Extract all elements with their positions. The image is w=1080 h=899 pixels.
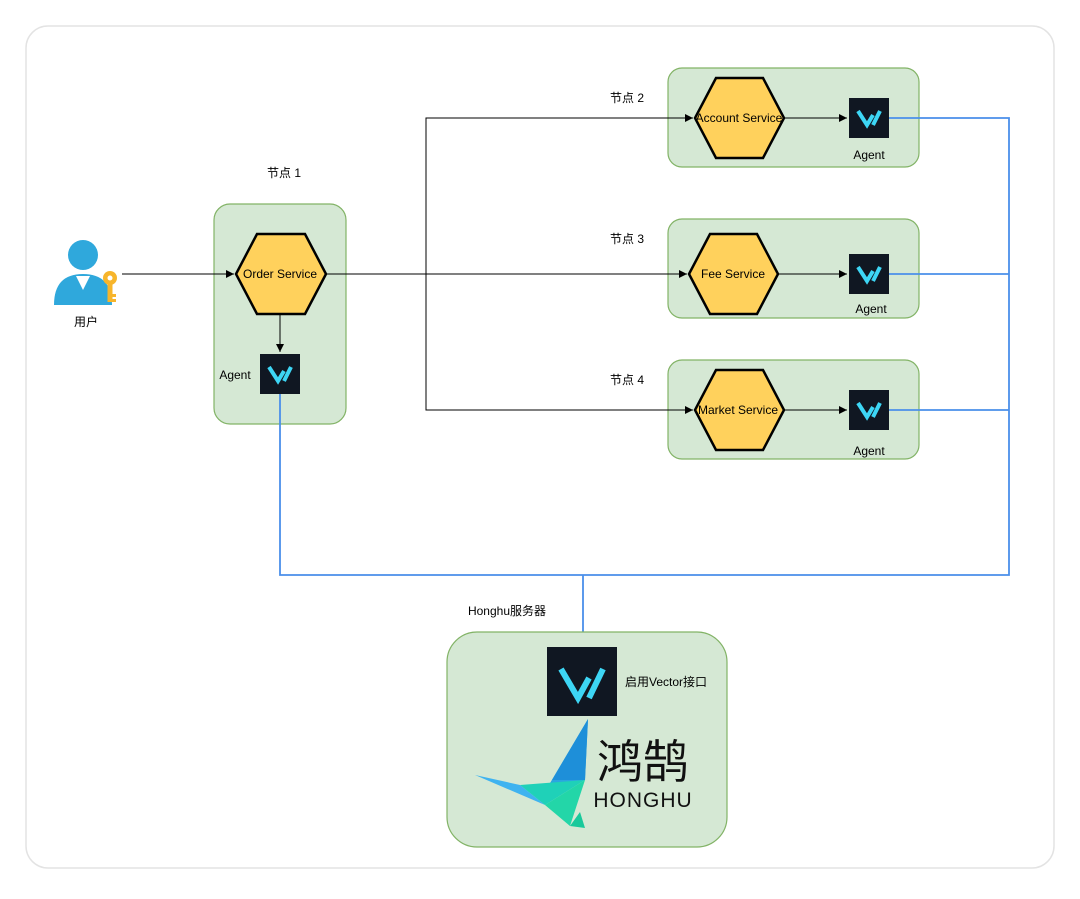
node4-agent-label: Agent xyxy=(853,444,885,458)
node2-agent-label: Agent xyxy=(853,148,885,162)
account-service-label: Account Service xyxy=(696,111,783,125)
node4-label: 节点 4 xyxy=(610,373,644,387)
account-service-hexagon[interactable] xyxy=(693,76,786,160)
brand-english-name: HONGHU xyxy=(593,789,692,812)
node4-vector-agent-icon xyxy=(847,388,891,432)
market-service-label: Market Service xyxy=(698,403,778,417)
agent-reporting-lines xyxy=(279,117,1010,576)
user-label: 用户 xyxy=(74,314,98,329)
node1-vector-agent-icon xyxy=(258,352,302,396)
server-title: Honghu服务器 xyxy=(468,603,546,618)
node1-label: 节点 1 xyxy=(267,166,301,180)
order-service-label: Order Service xyxy=(243,267,317,281)
order-to-market-arrow xyxy=(425,274,693,414)
brand-chinese-name: 鸿鹄 xyxy=(597,736,689,788)
node1-agent-label: Agent xyxy=(219,368,251,382)
order-to-account-arrow xyxy=(425,114,693,274)
node3-agent-label: Agent xyxy=(855,302,887,316)
market-service-hexagon[interactable] xyxy=(693,368,786,452)
node2-label: 节点 2 xyxy=(610,91,644,105)
fee-service-hexagon[interactable] xyxy=(687,232,780,316)
honghu-vector-icon xyxy=(547,647,617,716)
node3-vector-agent-icon xyxy=(847,252,891,296)
node2-vector-agent-icon xyxy=(847,96,891,140)
user-key-icon xyxy=(54,240,117,305)
vector-interface-label: 启用Vector接口 xyxy=(625,674,707,689)
honghu-server-container xyxy=(446,631,728,848)
order-service-hexagon[interactable] xyxy=(234,232,328,316)
fee-service-label: Fee Service xyxy=(701,267,765,281)
node3-label: 节点 3 xyxy=(610,232,644,246)
honghu-bird-logo xyxy=(475,719,588,828)
